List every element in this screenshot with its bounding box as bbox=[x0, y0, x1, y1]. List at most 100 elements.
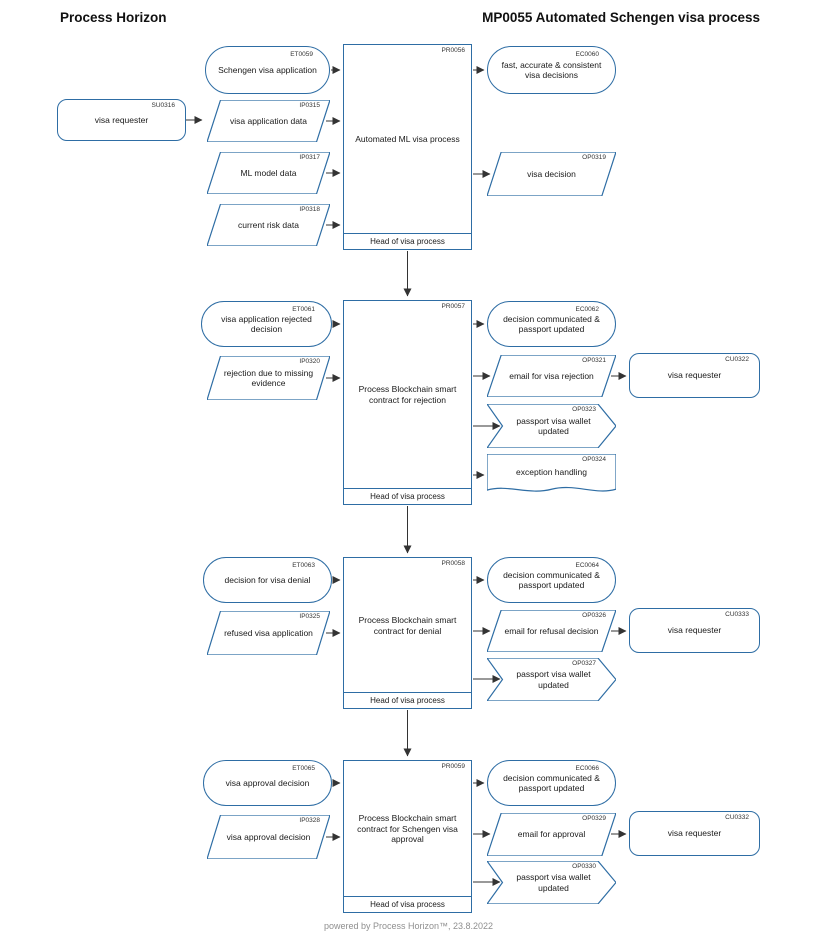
outcome-EC0066: EC0066 decision communicated & passport … bbox=[487, 760, 616, 806]
node-id-badge: OP0329 bbox=[582, 815, 606, 822]
node-label: visa approval decision bbox=[226, 831, 311, 842]
supplier-SU0316: SU0316 visa requester bbox=[57, 99, 186, 141]
chevron-outline bbox=[487, 404, 616, 448]
node-id-badge: SU0316 bbox=[151, 102, 176, 109]
output-OP0329: OP0329 email for approval bbox=[487, 813, 616, 856]
input-IP0325: IP0325 refused visa application bbox=[207, 611, 330, 655]
node-label: decision communicated & passport updated bbox=[503, 772, 600, 793]
node-label: Schengen visa application bbox=[218, 64, 317, 75]
output-OP0330: OP0330 passport visa wallet updated bbox=[487, 861, 616, 904]
node-id-badge: IP0320 bbox=[299, 358, 320, 365]
process-owner: Head of visa process bbox=[344, 488, 471, 504]
node-label: exception handling bbox=[516, 467, 587, 478]
trigger-ET0065: ET0065 visa approval decision bbox=[203, 760, 332, 806]
node-label: passport visa wallet updated bbox=[516, 415, 591, 436]
process-owner: Head of visa process bbox=[344, 233, 471, 249]
diagram-process-title: MP0055 Automated Schengen visa process bbox=[482, 10, 760, 25]
output-OP0327: OP0327 passport visa wallet updated bbox=[487, 658, 616, 701]
diagram-brand-title: Process Horizon bbox=[60, 10, 167, 25]
node-id-badge: EC0060 bbox=[575, 51, 600, 58]
parallelogram-outline bbox=[207, 611, 330, 655]
node-id-badge: EC0066 bbox=[575, 765, 600, 772]
node-label: decision communicated & passport updated bbox=[503, 569, 600, 590]
node-id-badge: ET0061 bbox=[292, 306, 315, 313]
trigger-ET0061: ET0061 visa application rejected decisio… bbox=[201, 301, 332, 347]
input-IP0318: IP0318 current risk data bbox=[207, 204, 330, 246]
node-label: visa requester bbox=[667, 370, 722, 381]
parallelogram-outline bbox=[207, 152, 330, 194]
node-label: passport visa wallet updated bbox=[516, 872, 591, 893]
node-id-badge: ET0059 bbox=[290, 51, 313, 58]
parallelogram-outline bbox=[207, 815, 330, 859]
node-label: visa requester bbox=[94, 114, 149, 125]
node-id-badge: IP0325 bbox=[299, 613, 320, 620]
node-id-badge: IP0318 bbox=[299, 206, 320, 213]
outcome-EC0064: EC0064 decision communicated & passport … bbox=[487, 557, 616, 603]
chevron-outline bbox=[487, 861, 616, 904]
node-id-badge: EC0062 bbox=[575, 306, 600, 313]
customer-CU0333: CU0333 visa requester bbox=[629, 608, 760, 653]
process-title: Process Blockchain smart contract for de… bbox=[358, 614, 457, 636]
node-id-badge: PR0058 bbox=[441, 560, 466, 567]
node-id-badge: CU0333 bbox=[725, 611, 749, 618]
input-IP0317: IP0317 ML model data bbox=[207, 152, 330, 194]
node-id-badge: OP0323 bbox=[572, 406, 596, 413]
parallelogram-outline bbox=[207, 356, 330, 400]
parallelogram-outline bbox=[487, 813, 616, 856]
node-id-badge: OP0330 bbox=[572, 863, 596, 870]
node-id-badge: OP0327 bbox=[572, 660, 596, 667]
node-label: current risk data bbox=[238, 219, 299, 230]
output-OP0319: OP0319 visa decision bbox=[487, 152, 616, 196]
node-id-badge: EC0064 bbox=[575, 562, 600, 569]
node-label: visa application rejected decision bbox=[221, 313, 312, 334]
node-id-badge: PR0059 bbox=[441, 763, 466, 770]
node-label: visa decision bbox=[527, 168, 576, 179]
process-title: Process Blockchain smart contract for re… bbox=[358, 384, 457, 405]
node-label: decision for visa denial bbox=[224, 574, 311, 585]
node-label: visa application data bbox=[229, 115, 308, 126]
node-label: passport visa wallet updated bbox=[516, 669, 591, 690]
document-outline bbox=[487, 454, 616, 497]
chevron-outline bbox=[487, 658, 616, 701]
input-IP0315: IP0315 visa application data bbox=[207, 100, 330, 142]
process-block-PR0057: PR0057 Process Blockchain smart contract… bbox=[343, 300, 472, 505]
process-owner: Head of visa process bbox=[344, 896, 471, 912]
node-label: email for visa rejection bbox=[509, 370, 594, 381]
node-id-badge: OP0324 bbox=[582, 456, 606, 463]
node-id-badge: ET0065 bbox=[292, 765, 315, 772]
node-id-badge: PR0056 bbox=[441, 47, 466, 54]
input-IP0328: IP0328 visa approval decision bbox=[207, 815, 330, 859]
process-owner: Head of visa process bbox=[344, 692, 471, 708]
node-label: refused visa application bbox=[224, 627, 313, 638]
output-OP0324: OP0324 exception handling bbox=[487, 454, 616, 497]
node-label: ML model data bbox=[240, 167, 297, 178]
outcome-EC0060: EC0060 fast, accurate & consistent visa … bbox=[487, 46, 616, 94]
powered-by-credit: powered by Process Horizon™, 23.8.2022 bbox=[323, 921, 494, 931]
node-label: rejection due to missing evidence bbox=[223, 367, 314, 388]
parallelogram-outline bbox=[207, 100, 330, 142]
process-block-PR0059: PR0059 Process Blockchain smart contract… bbox=[343, 760, 472, 913]
trigger-ET0063: ET0063 decision for visa denial bbox=[203, 557, 332, 603]
node-label: decision communicated & passport updated bbox=[503, 313, 600, 334]
node-id-badge: CU0332 bbox=[725, 814, 749, 821]
node-id-badge: IP0328 bbox=[299, 817, 320, 824]
node-label: email for refusal decision bbox=[504, 625, 599, 636]
parallelogram-outline bbox=[487, 610, 616, 652]
customer-CU0322: CU0322 visa requester bbox=[629, 353, 760, 398]
process-block-PR0056: PR0056 Automated ML visa process Head of… bbox=[343, 44, 472, 250]
node-id-badge: OP0326 bbox=[582, 612, 606, 619]
parallelogram-outline bbox=[487, 152, 616, 196]
node-label: visa requester bbox=[667, 828, 722, 839]
process-block-PR0058: PR0058 Process Blockchain smart contract… bbox=[343, 557, 472, 709]
node-id-badge: ET0063 bbox=[292, 562, 315, 569]
output-OP0321: OP0321 email for visa rejection bbox=[487, 355, 616, 397]
parallelogram-outline bbox=[207, 204, 330, 246]
node-id-badge: IP0317 bbox=[299, 154, 320, 161]
node-id-badge: OP0319 bbox=[582, 154, 606, 161]
output-OP0323: OP0323 passport visa wallet updated bbox=[487, 404, 616, 448]
node-label: visa requester bbox=[667, 625, 722, 636]
customer-CU0332: CU0332 visa requester bbox=[629, 811, 760, 856]
trigger-ET0059: ET0059 Schengen visa application bbox=[205, 46, 330, 94]
